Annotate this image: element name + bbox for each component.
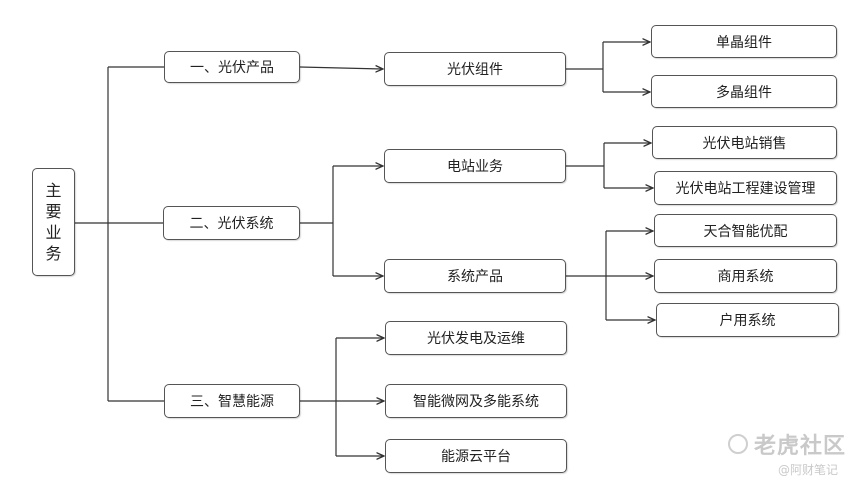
node-trina-optimizer: 天合智能优配 — [654, 214, 837, 247]
link-pv-products-modules — [299, 67, 383, 69]
watermark-logo-text: 老虎社区 — [754, 434, 847, 459]
node-cloud-platform: 能源云平台 — [385, 439, 567, 473]
node-station-epc: 光伏电站工程建设管理 — [654, 171, 837, 205]
node-residential: 户用系统 — [656, 303, 839, 337]
watermark-handle: @阿财笔记 — [778, 463, 839, 477]
tiger-logo-icon — [728, 434, 748, 454]
watermark-logo: 老虎社区 — [728, 428, 846, 460]
root-char: 主 — [45, 181, 62, 200]
root-char: 务 — [45, 244, 62, 263]
node-generation-om: 光伏发电及运维 — [385, 321, 567, 355]
node-station-sales: 光伏电站销售 — [652, 126, 837, 159]
root-char: 业 — [45, 223, 62, 242]
root-main-business: 主 要 业 务 — [32, 168, 75, 276]
node-pv-products: 一、光伏产品 — [164, 51, 300, 83]
node-system-products: 系统产品 — [384, 259, 566, 293]
root-char: 要 — [45, 202, 62, 221]
node-commercial: 商用系统 — [654, 259, 837, 293]
node-pv-systems: 二、光伏系统 — [163, 206, 300, 240]
node-microgrid: 智能微网及多能系统 — [385, 384, 567, 418]
node-poly-modules: 多晶组件 — [651, 75, 837, 108]
node-pv-modules: 光伏组件 — [384, 52, 566, 86]
node-smart-energy: 三、智慧能源 — [164, 384, 300, 418]
node-power-station: 电站业务 — [384, 149, 566, 183]
node-mono-modules: 单晶组件 — [651, 25, 837, 58]
